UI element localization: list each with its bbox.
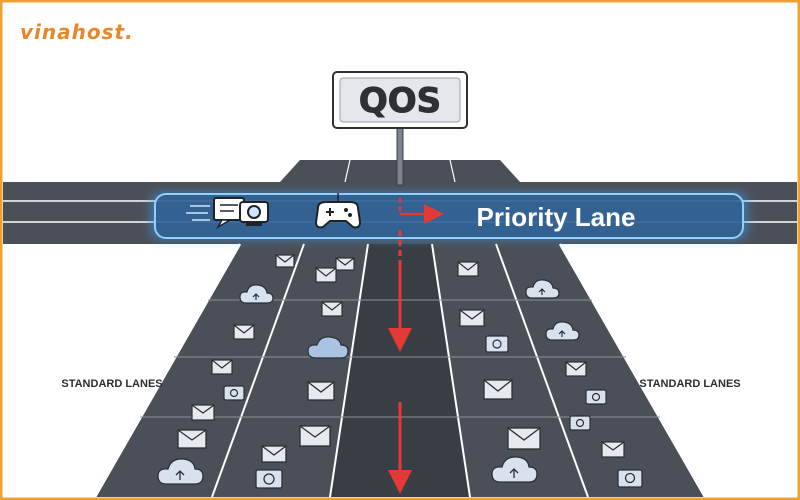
cloud-upload-icon [157, 458, 204, 485]
envelope-icon [177, 429, 207, 449]
center-priority-strip [330, 244, 470, 497]
envelope-icon [211, 359, 233, 375]
lane-line [495, 243, 589, 498]
sign-post [396, 124, 404, 186]
vinahost-logo: vinahost. [20, 20, 134, 44]
envelope-icon [191, 404, 215, 421]
lane-line [329, 243, 369, 498]
sign-board [339, 77, 461, 123]
envelope-icon [507, 427, 541, 450]
far-lane-line [449, 159, 456, 183]
lane-line [211, 243, 305, 498]
envelope-icon [275, 254, 295, 268]
cloud-upload-icon [239, 284, 274, 304]
envelope-icon [335, 257, 355, 271]
envelope-icon [299, 425, 331, 447]
cloud-icon [307, 336, 349, 359]
standard-lanes-label-left: STANDARD LANES [61, 378, 162, 390]
lane-line [431, 243, 471, 498]
cloud-upload-icon [491, 456, 538, 483]
photo-icon [223, 385, 245, 401]
priority-lane-label: Priority Lane [477, 202, 636, 232]
camera-icon [239, 201, 269, 226]
cloud-upload-icon [545, 321, 580, 341]
highway-edge-left [93, 243, 242, 498]
envelope-icon [233, 324, 255, 340]
envelope-icon [321, 301, 343, 317]
photo-icon [585, 389, 607, 405]
envelope-icon [459, 309, 485, 327]
photo-icon [617, 469, 643, 488]
envelope-icon [483, 379, 513, 400]
video-call-icon [186, 197, 245, 230]
photo-icon [485, 335, 509, 353]
envelope-icon [315, 267, 337, 283]
envelope-icon [261, 445, 287, 463]
priority-lane-bar [154, 193, 744, 239]
standard-lanes-label-right: STANDARD LANES [639, 378, 740, 390]
cloud-upload-icon [525, 279, 560, 299]
photo-icon [569, 415, 591, 431]
highway-edge-right [558, 243, 707, 498]
envelope-icon [601, 441, 625, 458]
sign-text: QOS [359, 81, 441, 121]
gamepad-icon [314, 193, 362, 229]
envelope-icon [457, 261, 479, 277]
photo-icon [255, 469, 283, 489]
envelope-icon [307, 381, 335, 401]
envelope-icon [565, 361, 587, 377]
far-lane-line [344, 159, 351, 183]
